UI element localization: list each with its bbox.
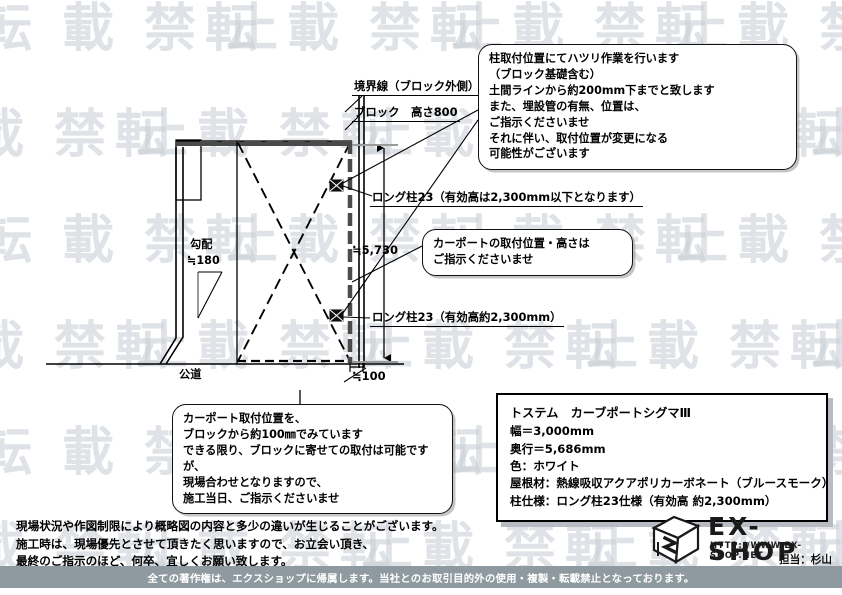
bottom-disclaimer-note: 現場状況や作図制限により概略図の内容と多少の違いが生じることがございます。 施工… xyxy=(16,519,444,569)
staff-in-charge: 担当：杉山 xyxy=(779,554,832,566)
carport-cross-line-b xyxy=(237,142,351,362)
slope-value-label: ≒180 xyxy=(187,254,220,267)
boundary-line-label: 境界線（ブロック外側） xyxy=(352,78,482,96)
house-left-wall xyxy=(159,147,177,365)
leader-hatsuri-note xyxy=(342,109,479,184)
public-road-label: 公道 xyxy=(179,368,202,381)
depth-dimension-label: ≒5,730 xyxy=(352,243,399,257)
cube-logo-icon xyxy=(651,515,701,564)
slope-title-label: 勾配 xyxy=(190,238,213,251)
spec-width: 幅＝3,000mm xyxy=(510,424,595,439)
leader-long-post-lower xyxy=(342,316,371,319)
copyright-footer-bar: 全ての著作権は、エクスショップに帰属します。当社とのお取引目的外の使用・複製・転… xyxy=(0,566,842,588)
callout-carport-position-note: カーポートの取付位置・高さは ご指示くださいませ xyxy=(422,229,633,276)
offset-leader xyxy=(343,367,367,383)
leader-long-post-upper xyxy=(342,185,373,197)
product-spec-box: トステム カーブポートシグマⅢ 幅＝3,000mm 奥行＝5,686mm 色：ホ… xyxy=(496,393,834,523)
callout-hatsuri-note: 柱取付位置にてハツリ作業を行います （ブロック基礎含む） 土間ラインから約200… xyxy=(478,44,797,171)
ex-shop-logo-block[interactable]: EX-SHOP HTTP://WWW.EX-SHOP.NET 担当：杉山 xyxy=(648,510,834,568)
leader-hatsuri-note-2 xyxy=(342,119,479,314)
ex-shop-wordmark: EX-SHOP xyxy=(708,512,799,566)
copyright-footer-text: 全ての著作権は、エクスショップに帰属します。当社とのお取引目的外の使用・複製・転… xyxy=(147,572,695,585)
offset-dimension-label: ≒100 xyxy=(352,369,386,383)
block-height-label: ブロック 高さ800 xyxy=(352,104,460,122)
ex-shop-url: HTTP://WWW.EX-SHOP.NET xyxy=(710,540,803,560)
callout-block-offset-note: カーポート取付位置を、 ブロックから約100㎜でみています できる限り、ブロック… xyxy=(172,404,453,515)
leader-carport-position xyxy=(351,242,429,283)
spec-depth: 奥行＝5,686mm xyxy=(510,441,606,456)
long-post-lower-label: ロング柱23（有効高約2,300mm） xyxy=(370,309,564,327)
leader-boundary xyxy=(344,95,363,113)
slope-hypotenuse xyxy=(197,271,223,319)
spec-roof-material: 屋根材：熱線吸収アクアポリカーボネート（ブルースモーク） xyxy=(510,476,834,491)
post-marker-upper xyxy=(329,179,344,192)
long-post-upper-label: ロング柱23（有効高は2,300mm以下となります） xyxy=(370,189,643,207)
post-marker-lower xyxy=(329,309,344,322)
spec-color: 色：ホワイト xyxy=(510,459,580,474)
spec-post-type: 柱仕様：ロング柱23仕様（有効高 約2,300mm） xyxy=(510,493,777,508)
spec-title: トステム カーブポートシグマⅢ xyxy=(510,406,692,420)
footer-underbar xyxy=(0,588,842,595)
house-left-wall-inner xyxy=(165,147,184,365)
existing-structure-box xyxy=(175,139,202,201)
leader-block-height xyxy=(344,116,359,131)
